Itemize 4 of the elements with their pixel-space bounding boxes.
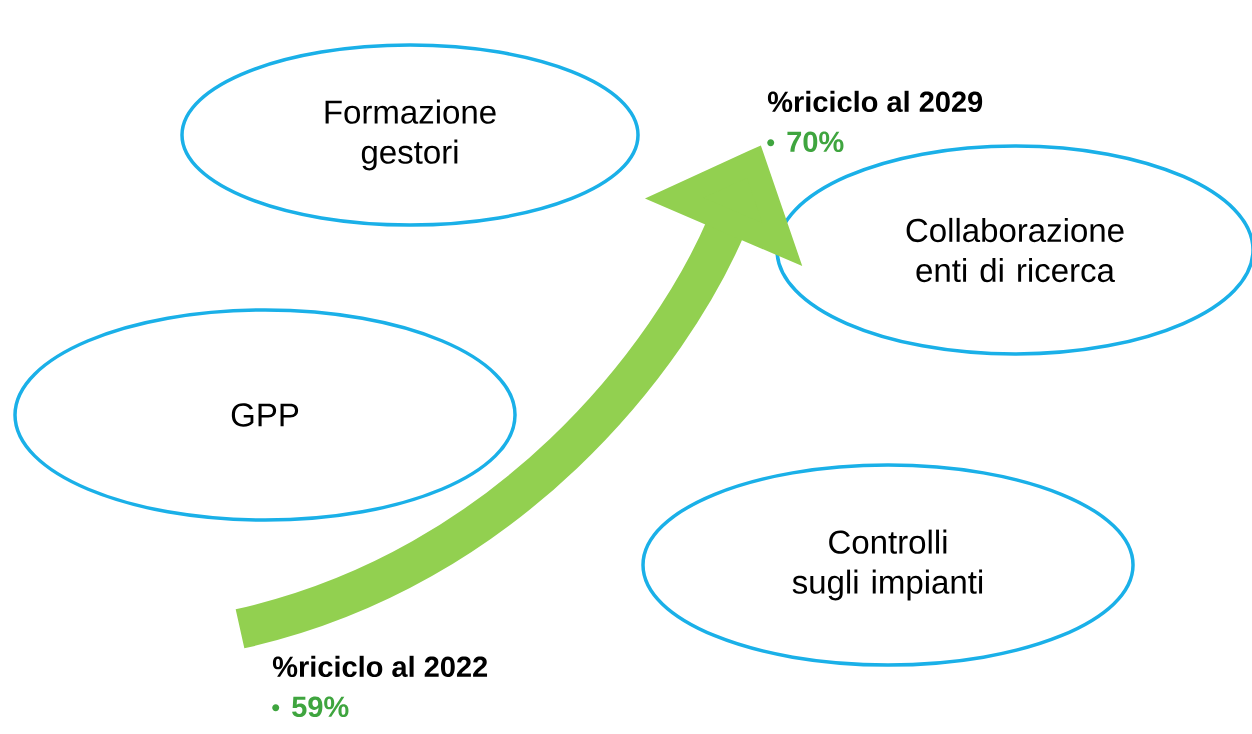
ellipse-node: Controlli sugli impianti bbox=[641, 463, 1135, 667]
percentage-text: %riciclo al 2022 59% bbox=[272, 655, 488, 718]
ellipse-node: Formazione gestori bbox=[180, 43, 640, 227]
ellipse-node: GPP bbox=[13, 308, 517, 522]
